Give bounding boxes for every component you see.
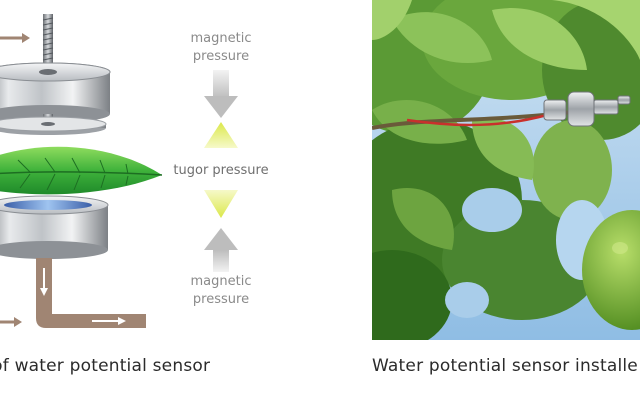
arrow-down-icon <box>204 70 238 118</box>
bottom-pressure-label-line1: magnetic <box>191 274 252 289</box>
bolt-icon <box>42 14 54 72</box>
top-pressure-label-line1: magnetic <box>191 31 252 46</box>
magnet-top-icon <box>0 62 111 123</box>
magnet-bottom-icon <box>0 195 109 259</box>
fruit <box>582 210 640 330</box>
washer-top <box>0 114 107 135</box>
installed-sensor-photo <box>372 0 640 340</box>
caption-right: Water potential sensor installe <box>372 356 638 376</box>
photo-svg <box>372 0 640 340</box>
arrow-up-icon <box>204 228 238 272</box>
diagram-svg: magnetic pressure tugor pressure magneti… <box>0 14 269 328</box>
sensor-cable <box>406 113 548 127</box>
sensor-principle-diagram: magnetic pressure tugor pressure magneti… <box>0 0 330 340</box>
bottom-pressure-label-line2: pressure <box>193 292 249 307</box>
tugor-arrows-icon <box>204 122 238 218</box>
tube-icon <box>36 258 146 328</box>
input-arrow-top <box>0 33 30 43</box>
foliage <box>372 0 640 340</box>
sensor-probe-icon <box>543 91 631 127</box>
leaf-icon <box>0 146 163 195</box>
caption-left: ple of water potential sensor <box>0 356 211 376</box>
top-pressure-label-line2: pressure <box>193 49 249 64</box>
tugor-pressure-label: tugor pressure <box>173 163 268 178</box>
input-arrow-bottom <box>0 317 22 327</box>
